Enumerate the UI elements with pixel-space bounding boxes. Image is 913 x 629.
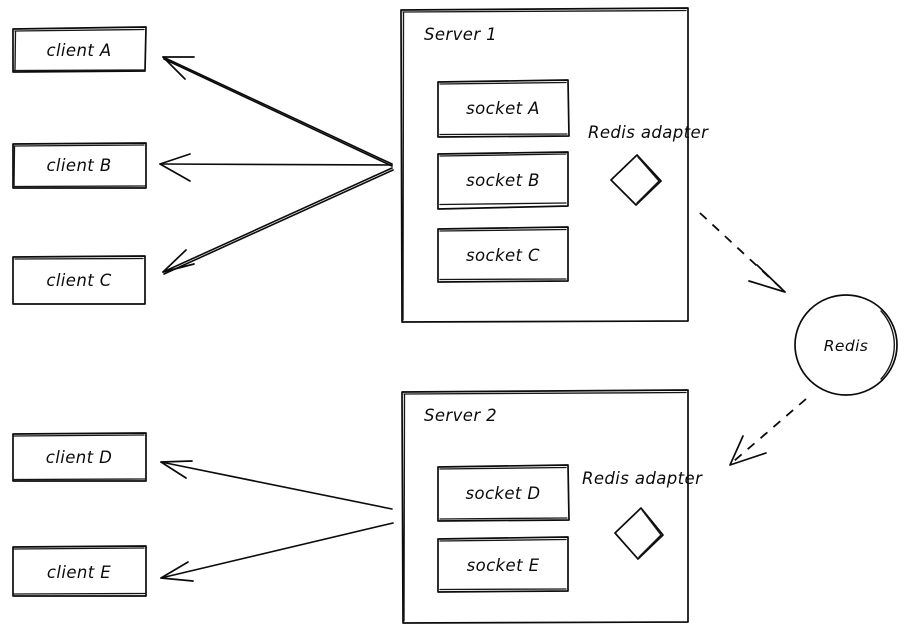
redis-circle-sketch <box>880 310 895 380</box>
socket-e-node[interactable]: socket E <box>437 536 569 593</box>
socket-b-label: socket B <box>466 171 540 190</box>
arrow-server1-to-client-c <box>162 167 394 275</box>
socket-d-box[interactable] <box>437 464 570 522</box>
client-b-box[interactable] <box>12 142 147 189</box>
client-d-node[interactable]: client D <box>12 432 147 482</box>
arrow-server1-adapter-to-redis <box>699 212 786 293</box>
arrow-server2-to-client-d <box>160 460 393 510</box>
socket-d-node[interactable]: socket D <box>437 464 570 522</box>
server-2-adapter[interactable]: Redis adapter <box>582 469 703 560</box>
redis-circle[interactable] <box>794 294 898 396</box>
client-a-label: client A <box>46 41 111 60</box>
socket-d-label: socket D <box>465 484 540 503</box>
socket-e-box-sketch <box>439 538 567 591</box>
client-b-box-sketch <box>13 144 146 188</box>
server-1-adapter-diamond-sketch <box>636 156 660 204</box>
arrow-server2-to-client-e <box>160 522 394 582</box>
client-c-label: client C <box>46 271 111 290</box>
client-d-box[interactable] <box>12 432 147 482</box>
server-1-label: Server 1 <box>424 25 497 44</box>
socket-b-box[interactable] <box>437 151 569 210</box>
client-a-box[interactable] <box>12 26 147 73</box>
socket-e-box[interactable] <box>437 536 569 593</box>
server-1-adapter[interactable]: Redis adapter <box>588 123 709 206</box>
server-1-adapter-diamond-icon[interactable] <box>610 154 662 206</box>
client-e-box-sketch <box>13 547 146 595</box>
client-a-node[interactable]: client A <box>12 26 147 73</box>
server-2-box[interactable] <box>401 389 689 624</box>
client-c-box-sketch <box>14 257 144 260</box>
client-e-box[interactable] <box>12 545 147 597</box>
client-c-node[interactable]: client C <box>12 255 146 305</box>
client-e-label: client E <box>47 563 111 582</box>
socket-e-label: socket E <box>467 556 540 575</box>
socket-c-box-sketch <box>439 228 567 281</box>
arrow-redis-to-server2-adapter <box>729 398 807 466</box>
server-1-box[interactable] <box>400 7 689 323</box>
arrow-server1-to-client-a <box>162 56 393 167</box>
socket-a-box-sketch <box>439 81 568 136</box>
redis-node[interactable]: Redis <box>794 294 898 396</box>
socket-a-box[interactable] <box>437 79 570 138</box>
socket-c-node[interactable]: socket C <box>437 226 569 283</box>
server-2-label: Server 2 <box>424 406 497 425</box>
server-1-box-sketch <box>402 9 687 321</box>
server-2-adapter-diamond-icon[interactable] <box>614 507 664 560</box>
server-2-box-sketch <box>403 391 687 622</box>
socket-d-box-sketch <box>439 466 568 520</box>
arrow-server1-to-client-b <box>159 153 393 182</box>
socket-a-label: socket A <box>466 99 540 118</box>
client-d-label: client D <box>46 448 112 467</box>
server-2-adapter-diamond-sketch <box>638 509 662 558</box>
server-1-adapter-label: Redis adapter <box>588 123 709 142</box>
socket-c-label: socket C <box>466 246 540 265</box>
server-2-node[interactable]: Server 2 socket D socket E Redis adapter <box>401 389 703 624</box>
redis-label: Redis <box>824 337 869 355</box>
client-b-label: client B <box>46 156 111 175</box>
client-d-box-sketch <box>13 434 146 481</box>
client-c-box[interactable] <box>12 255 146 305</box>
server-2-adapter-label: Redis adapter <box>582 469 703 488</box>
client-e-node[interactable]: client E <box>12 545 147 597</box>
client-b-node[interactable]: client B <box>12 142 147 189</box>
socket-b-box-sketch <box>439 153 567 206</box>
socket-a-node[interactable]: socket A <box>437 79 570 138</box>
client-a-box-sketch <box>13 28 145 72</box>
socket-c-box[interactable] <box>437 226 569 283</box>
server-1-node[interactable]: Server 1 socket A socket B socket C <box>400 7 709 323</box>
socket-b-node[interactable]: socket B <box>437 151 569 210</box>
